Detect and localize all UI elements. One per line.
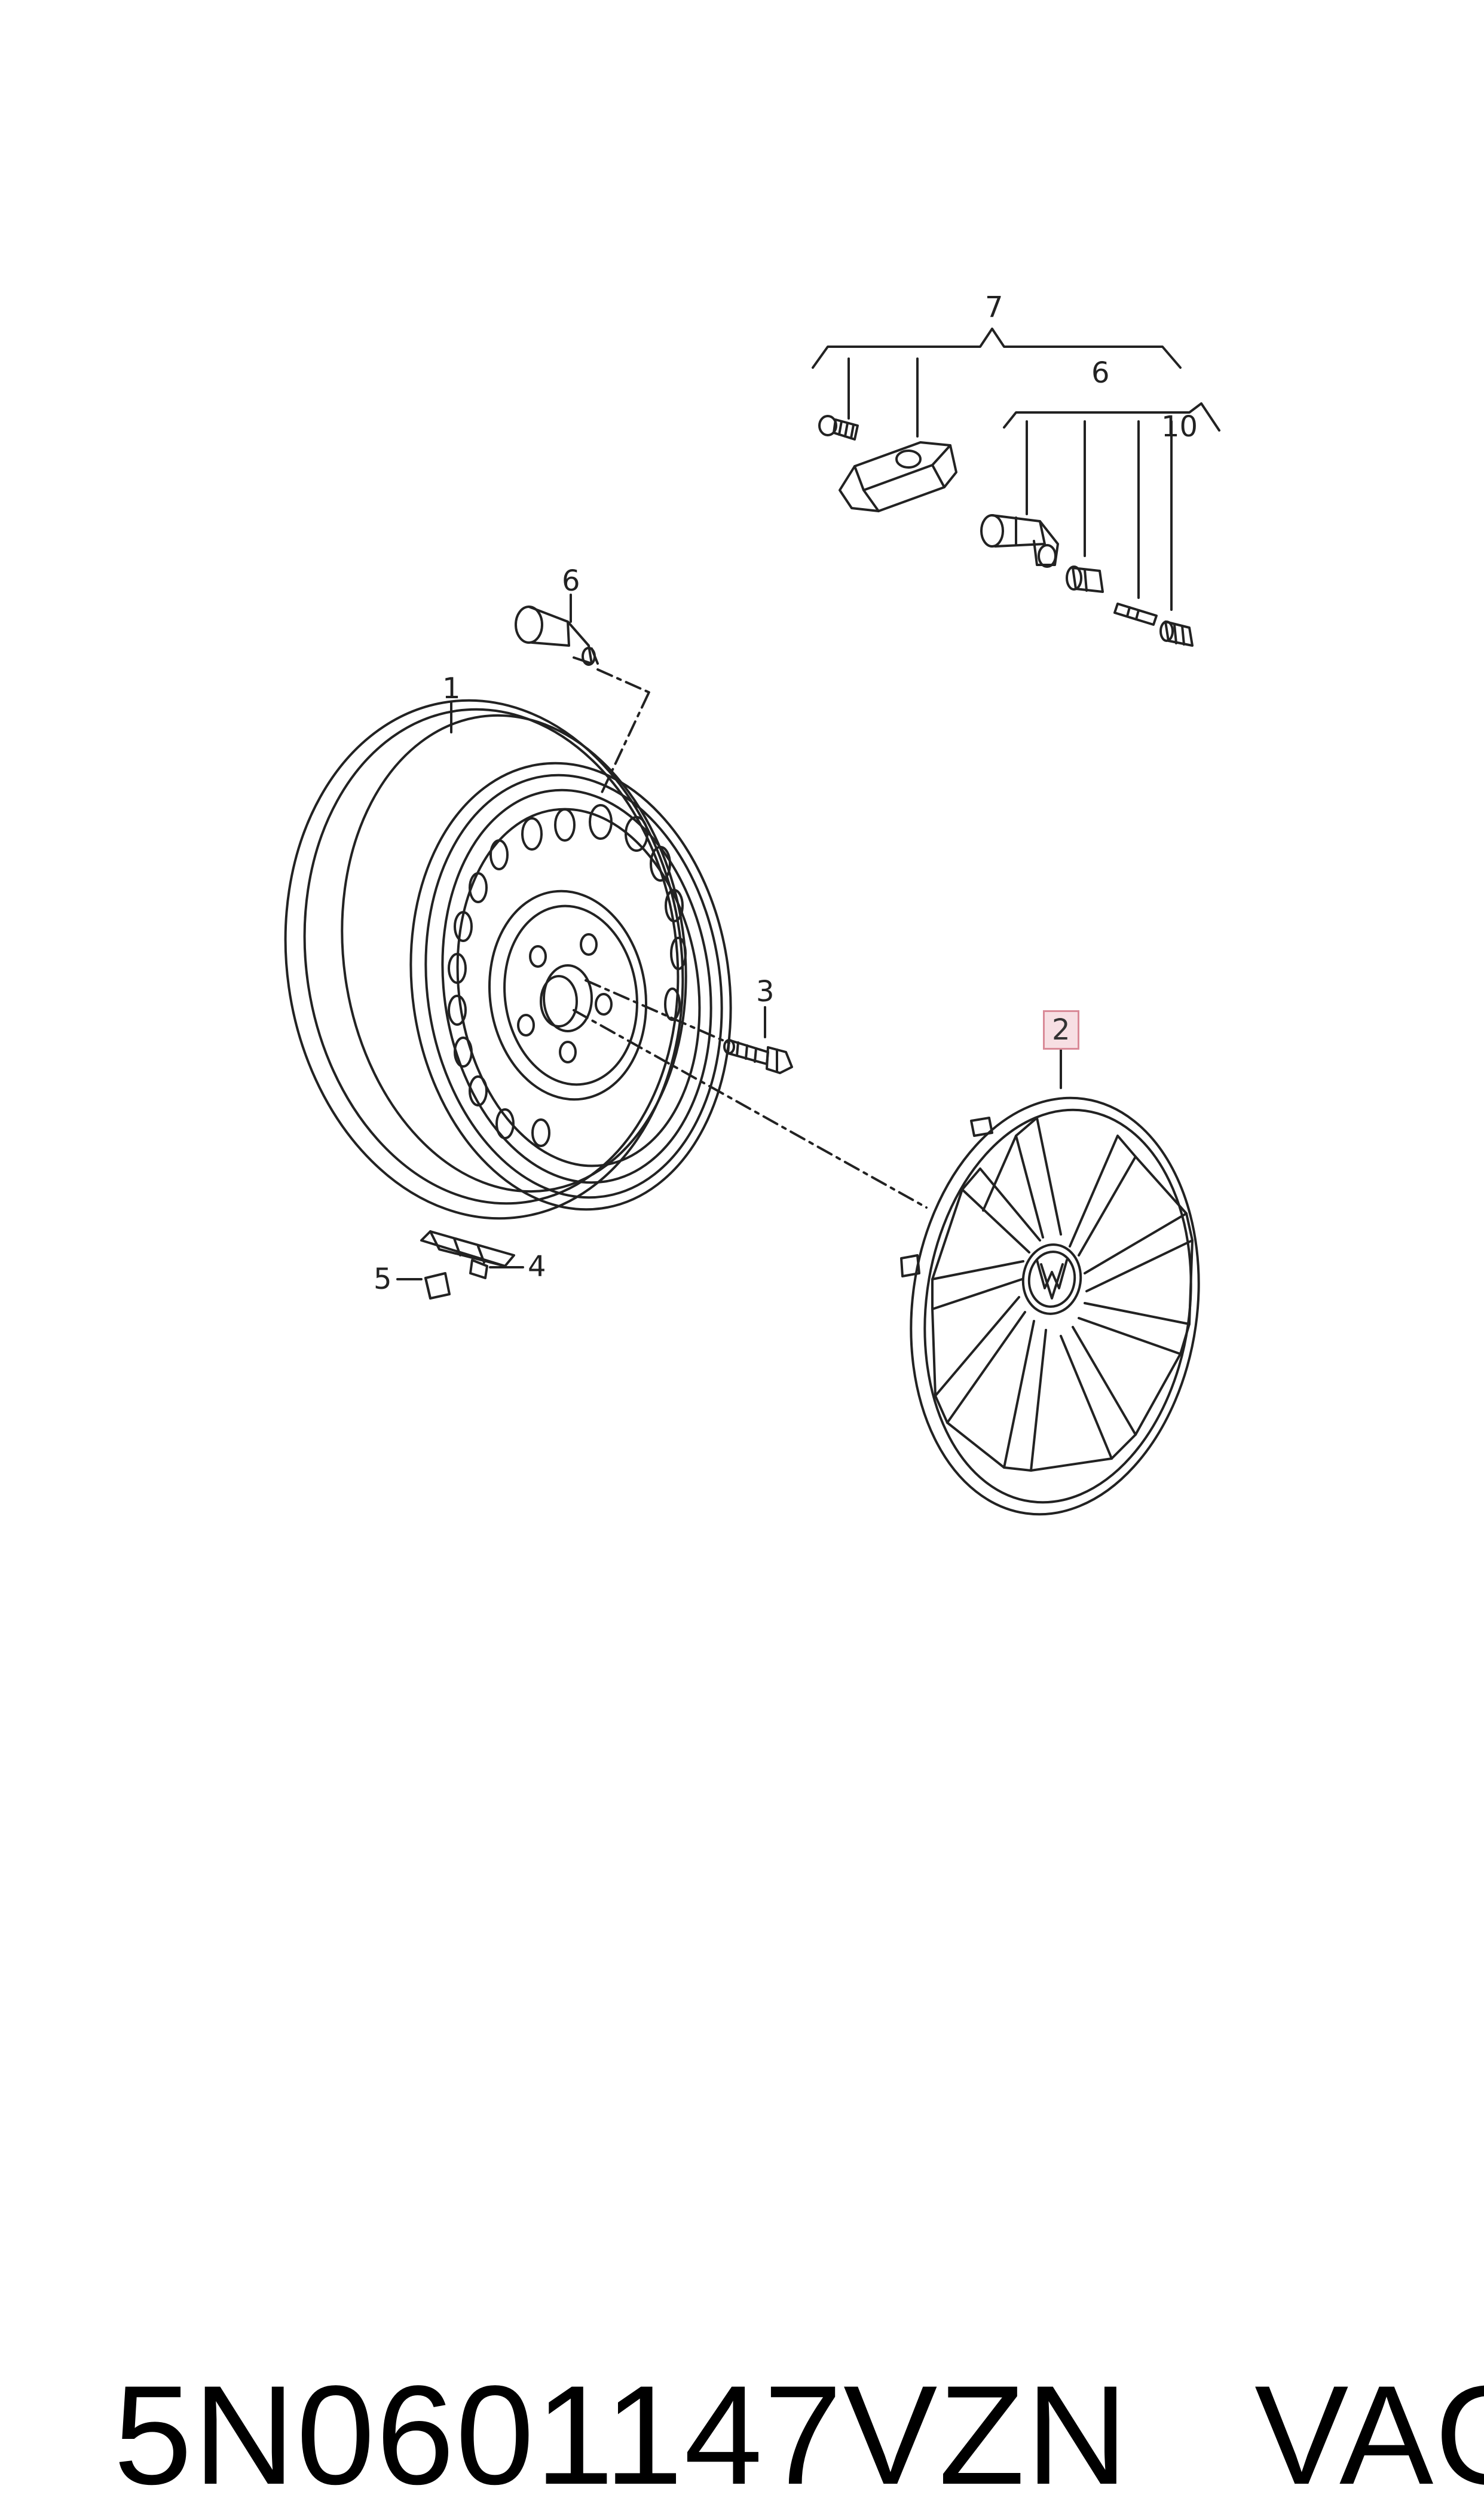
wheel-bolt [723,1006,793,1074]
callout-2-highlighted[interactable]: 2 [1043,1010,1079,1050]
valve-core [1113,603,1158,626]
callout-6-rubber-valve: 6 [562,564,580,598]
tpms-valve [980,514,1059,568]
callout-10: 10 [1161,410,1198,444]
vw-emblem [1021,1243,1082,1315]
exploded-parts-diagram: 7 6 10 6 1 3 2 4 5 [284,291,1220,1516]
valve-cap [1159,620,1194,647]
brand-name: VAG [1254,2356,1484,2514]
rubber-valve [515,594,599,666]
hub-cap-spokes [931,1117,1194,1472]
callout-6-valve-group: 6 [1091,356,1110,390]
callout-5: 5 [374,1262,392,1296]
lug-holes [517,933,613,1063]
diagram-drawing [284,328,1220,1516]
callout-3: 3 [756,975,775,1008]
wheel-vent-holes [448,804,687,1147]
valve-nut [1066,565,1104,593]
tpms-sensor [839,441,957,512]
tpms-screw [818,415,859,441]
callout-7: 7 [985,291,1003,324]
steel-wheel [284,699,732,1220]
callout-4: 4 [528,1250,546,1283]
hub-cap [900,1048,1200,1516]
balance-weights [396,1230,524,1300]
valve-group [980,402,1220,647]
callout-1: 1 [442,672,461,705]
tpms-sensor-group [812,328,1182,512]
footer-caption: 5N0601147VZNVAG [33,2224,1484,2506]
part-number: 5N0601147VZN [114,2356,1130,2514]
